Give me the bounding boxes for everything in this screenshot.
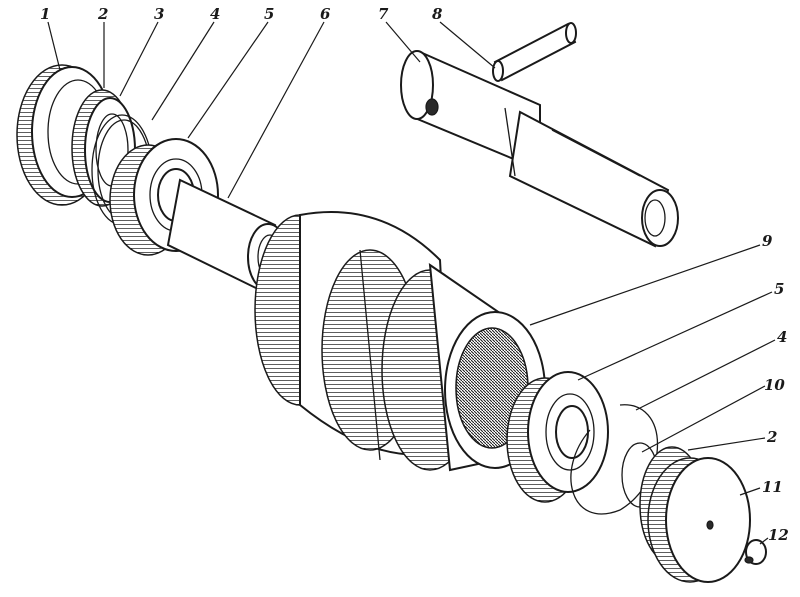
callout-8: 8 bbox=[432, 5, 443, 23]
callout-5: 5 bbox=[264, 5, 274, 23]
callout-7: 7 bbox=[378, 5, 389, 23]
right-cover bbox=[647, 457, 751, 583]
callout-12: 12 bbox=[768, 526, 789, 544]
leader-lines bbox=[47, 21, 776, 545]
right-bearing bbox=[506, 371, 609, 503]
callout-4: 4 bbox=[210, 5, 220, 23]
plug bbox=[744, 539, 767, 565]
callout-labels: 1 2 3 4 5 6 7 8 9 5 4 10 2 11 12 bbox=[40, 5, 789, 544]
callout-1: 1 bbox=[40, 5, 50, 23]
callout-5-right: 5 bbox=[774, 280, 784, 298]
callout-9: 9 bbox=[762, 232, 773, 250]
callout-10: 10 bbox=[764, 376, 785, 394]
axle-shaft bbox=[400, 50, 679, 248]
callout-2: 2 bbox=[97, 5, 108, 23]
callout-11: 11 bbox=[762, 478, 783, 496]
callout-4-right: 4 bbox=[777, 328, 787, 346]
right-spring-ring bbox=[570, 404, 659, 515]
roller-body bbox=[254, 211, 546, 472]
callout-6: 6 bbox=[320, 5, 331, 23]
callout-2-right: 2 bbox=[766, 428, 777, 446]
pin bbox=[492, 22, 577, 82]
callout-3: 3 bbox=[154, 5, 164, 23]
